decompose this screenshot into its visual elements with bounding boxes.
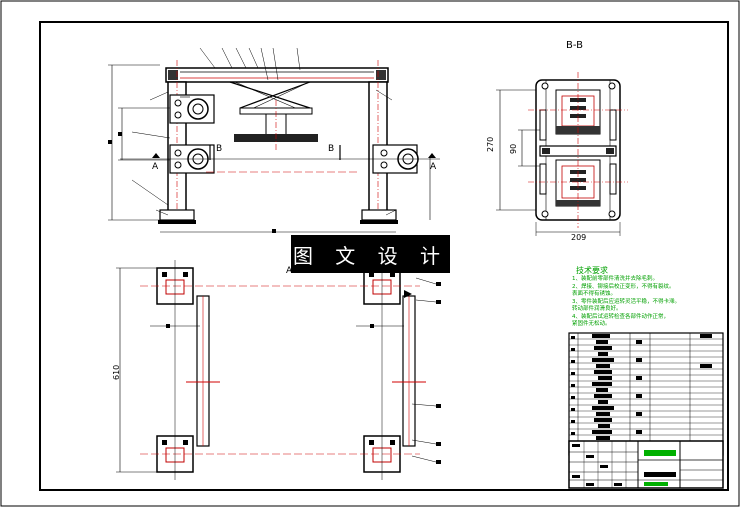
dimension-pitch: 90 (509, 143, 518, 154)
tech-requirement-line: 2、焊接、铆接后校正变形，不得有裂纹。 (572, 284, 675, 290)
tech-requirement-line: 3、零件装配后应运转灵活平稳，不得卡滞。 (572, 299, 681, 305)
section-b-b-label: B-B (566, 40, 583, 51)
tech-requirement-line: 4、装配后试运转检查各部件动作正常， (572, 314, 670, 320)
tech-requirement-line: 1、装配前零部件清洗并去除毛刺。 (572, 276, 659, 282)
section-b-b-view (496, 72, 628, 236)
section-marker-b-left: B (216, 144, 223, 154)
plan-view (116, 260, 441, 480)
section-marker-a-right: A (430, 162, 437, 172)
tech-requirement-line: 表面不得有锈蚀。 (572, 291, 617, 297)
inner-border (39, 21, 729, 491)
title-block (568, 440, 724, 489)
section-marker-a-left: A (152, 162, 159, 172)
dimension-width: 209 (571, 233, 587, 242)
front-view (108, 47, 440, 233)
dimension-length: 610 (112, 364, 121, 380)
section-marker-b-right: B (328, 144, 335, 154)
tech-requirement-line: 紧固件无松动。 (572, 321, 611, 327)
section-marker-a-mid: A (286, 266, 293, 276)
tech-requirements-title: 技术要求 (576, 266, 608, 275)
parts-list (568, 332, 724, 456)
tech-requirement-line: 转动部件润滑良好。 (572, 306, 622, 312)
dimension-height: 270 (486, 136, 495, 152)
watermark-banner: 图 文 设 计 (291, 235, 450, 273)
